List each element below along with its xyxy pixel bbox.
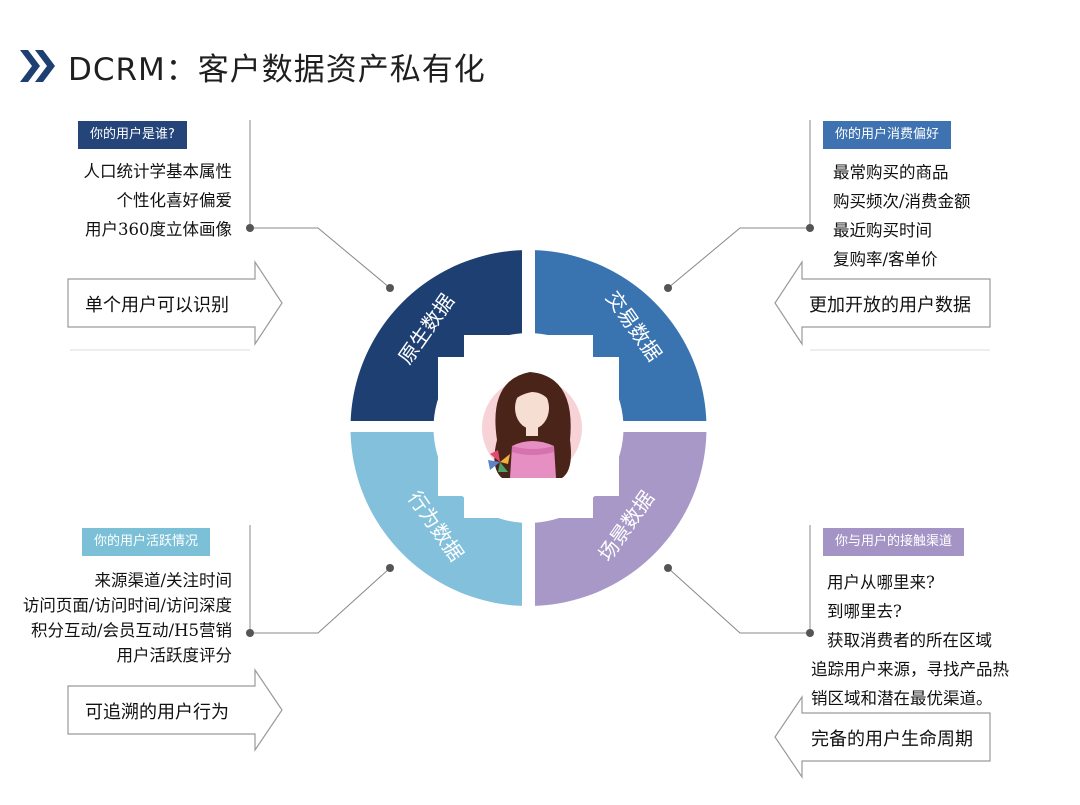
list-item: 最近购买时间 [833, 221, 932, 240]
list-item: 积分互动/会员互动/H5营销 [30, 621, 232, 640]
connector-lines [70, 120, 990, 634]
chevron-right-double-icon [20, 50, 55, 82]
badge-who-are-users: 你的用户是谁? [78, 121, 187, 149]
list-item: 最常购买的商品 [833, 163, 949, 182]
callout-arrow-bottom-right [774, 695, 991, 779]
callout-complete-lifecycle: 完备的用户生命周期 [811, 729, 973, 750]
list-item: 获取消费者的所在区域 [827, 631, 992, 650]
badge-consumption-preference: 你的用户消费偏好 [823, 121, 952, 149]
list-item: 到哪里去? [827, 602, 902, 621]
list-item: 追踪用户来源，寻找产品热 [811, 660, 1009, 679]
callout-more-open-data: 更加开放的用户数据 [809, 295, 971, 316]
list-item: 销区域和潜在最优渠道。 [811, 689, 993, 708]
callout-arrow-top-right [774, 259, 991, 347]
list-item: 个性化喜好偏爱 [116, 191, 233, 210]
connector-dots [246, 224, 814, 637]
badge-user-activity: 你的用户活跃情况 [82, 528, 211, 556]
list-item: 来源渠道/关注时间 [94, 571, 232, 590]
badge-contact-channels: 你与用户的接触渠道 [823, 528, 965, 556]
callout-arrow-bottom-left [67, 668, 283, 752]
page-title: DCRM：客户数据资产私有化 [68, 51, 486, 88]
callout-traceable-behavior: 可追溯的用户行为 [85, 702, 229, 723]
callout-single-user-identifiable: 单个用户可以识别 [85, 295, 229, 316]
page-header: DCRM：客户数据资产私有化 [20, 44, 486, 88]
bottom-right-details: 用户从哪里来? 到哪里去? 获取消费者的所在区域 追踪用户来源，寻找产品热 销区… [811, 568, 1009, 713]
top-right-details: 最常购买的商品 购买频次/消费金额 最近购买时间 复购率/客单价 [833, 158, 971, 274]
list-item: 用户活跃度评分 [116, 646, 233, 665]
user-avatar-icon [482, 372, 582, 478]
top-left-details: 人口统计学基本属性 个性化喜好偏爱 用户360度立体画像 [84, 157, 233, 244]
list-item: 访问页面/访问时间/访问深度 [22, 596, 232, 615]
callout-arrows [67, 259, 991, 779]
list-item: 用户360度立体画像 [85, 220, 232, 239]
list-item: 人口统计学基本属性 [83, 162, 233, 181]
list-item: 复购率/客单价 [833, 250, 938, 269]
callout-arrow-top-left [67, 259, 283, 347]
list-item: 购买频次/消费金额 [833, 192, 971, 211]
bottom-left-details: 来源渠道/关注时间 访问页面/访问时间/访问深度 积分互动/会员互动/H5营销 … [23, 568, 232, 668]
list-item: 用户从哪里来? [827, 573, 935, 592]
